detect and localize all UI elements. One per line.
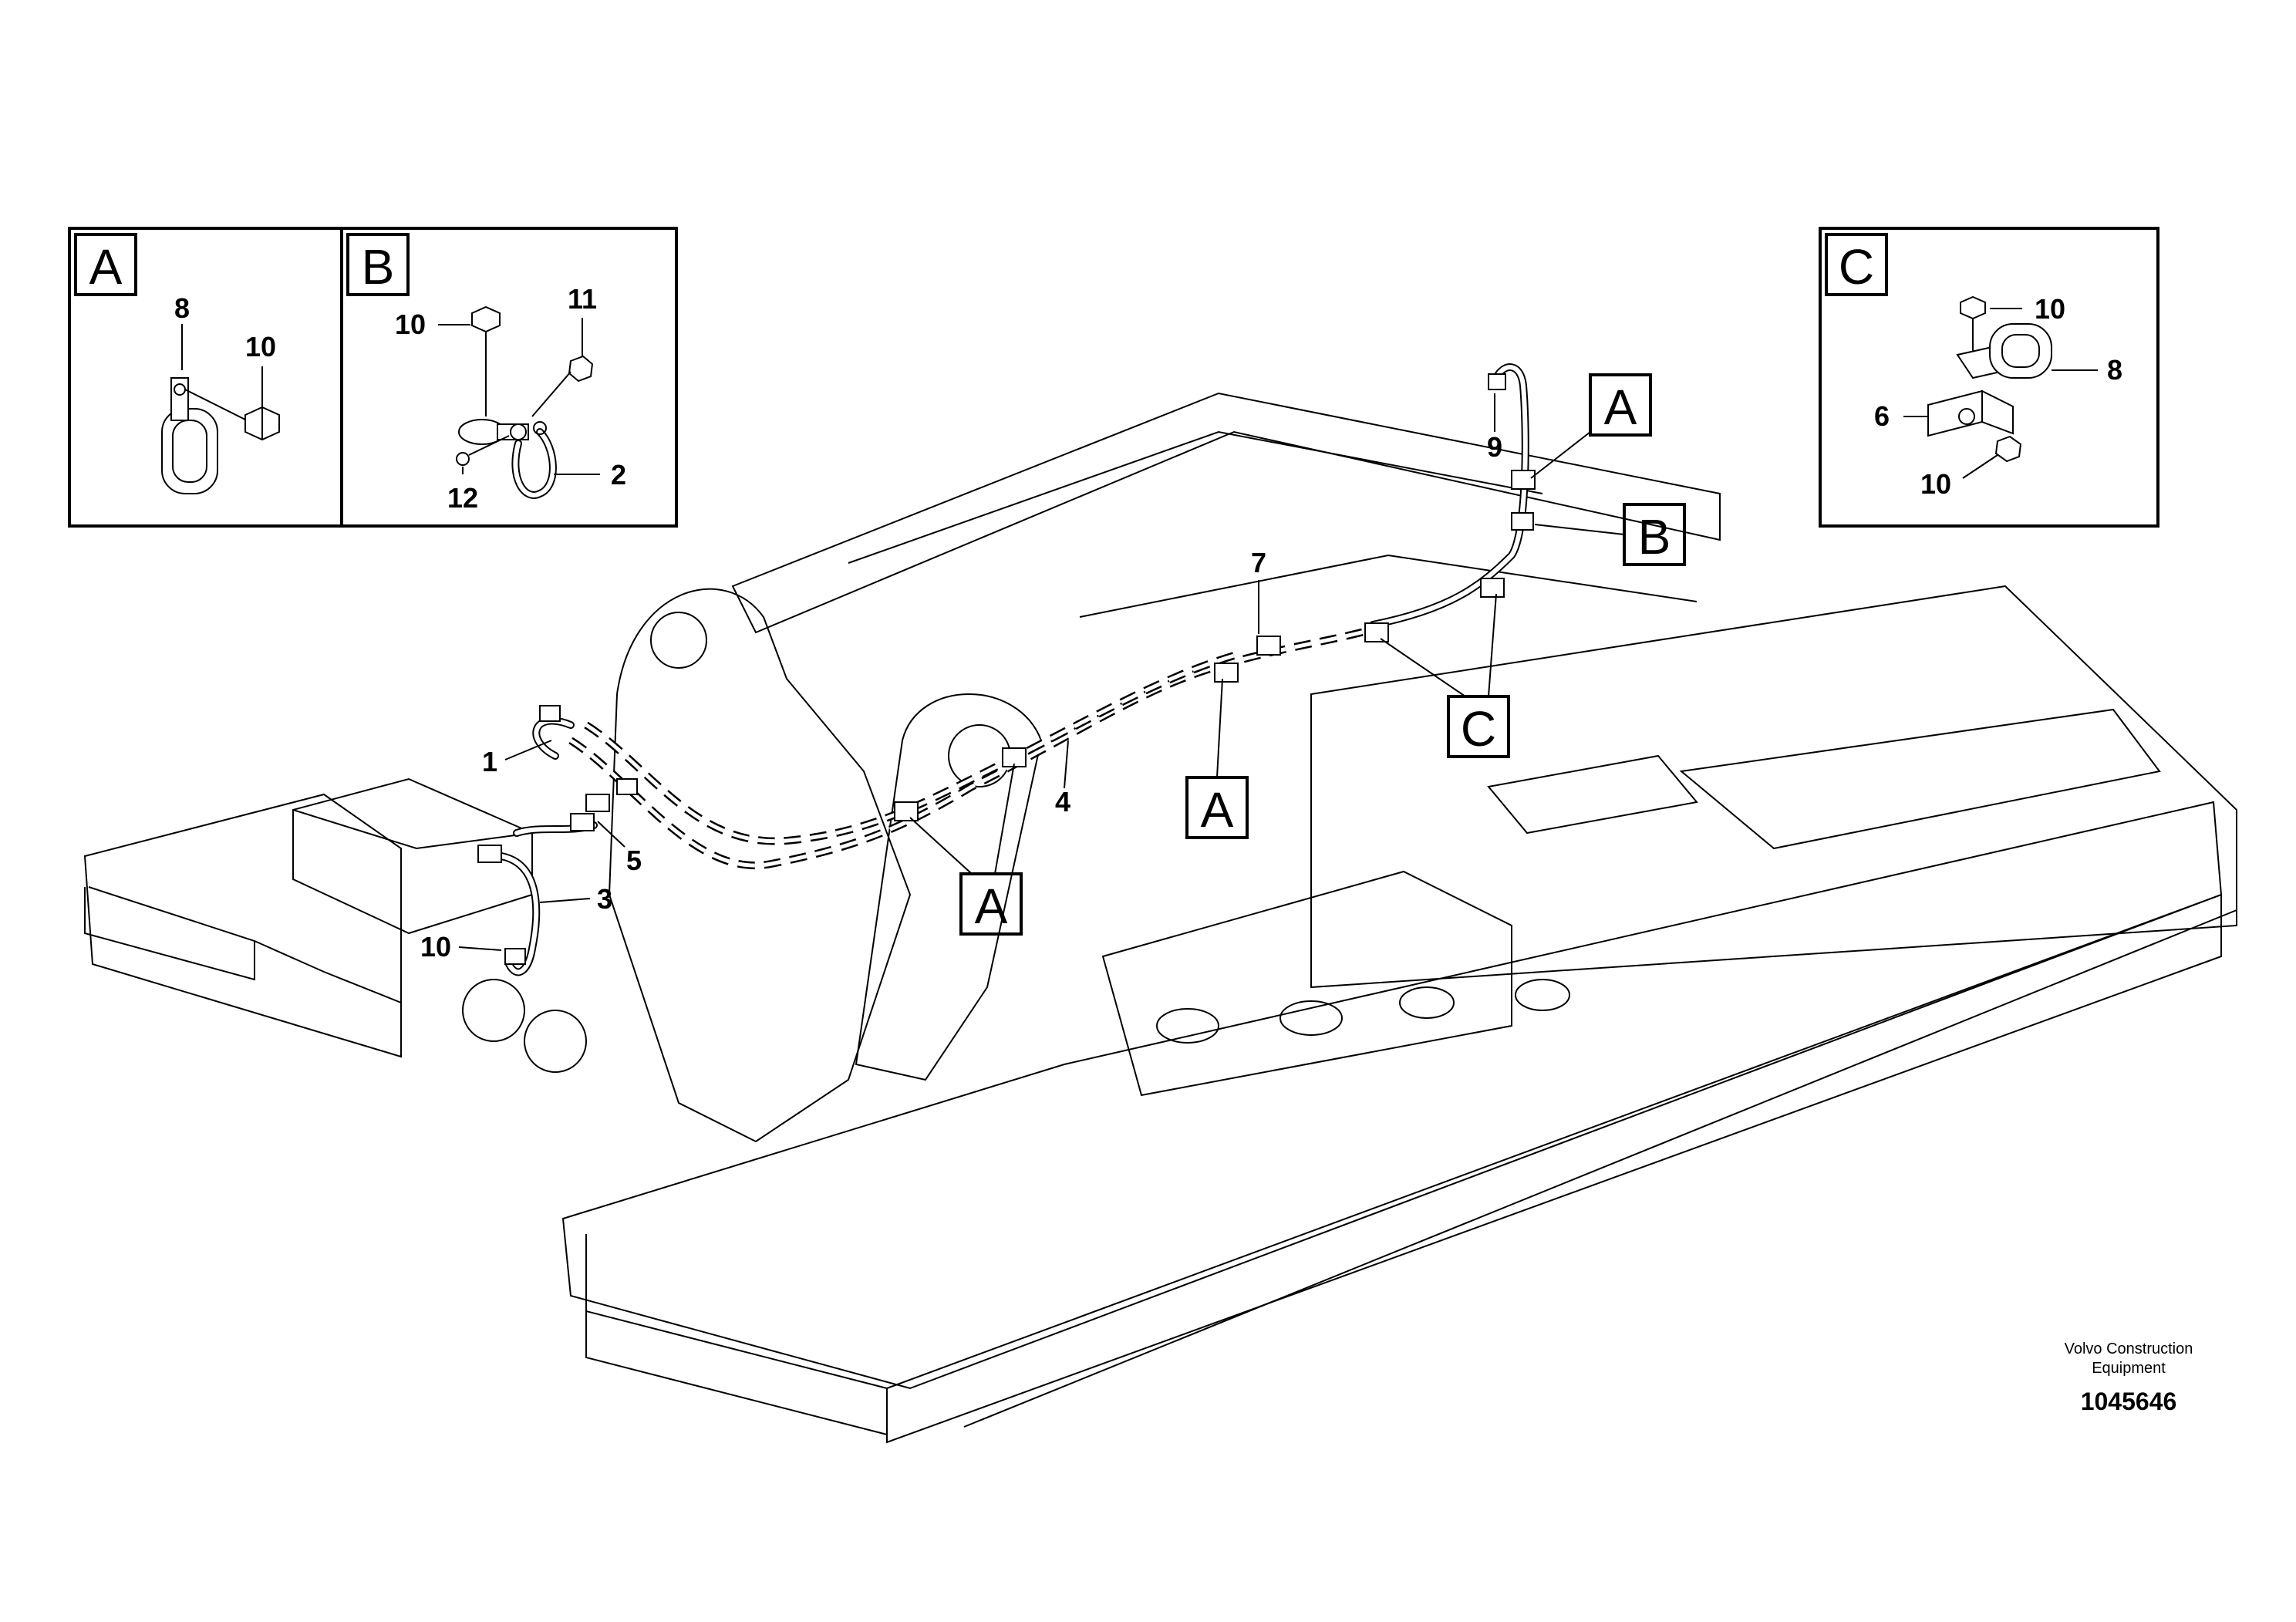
detail-b: B (346, 233, 626, 514)
detail-b-callout-12: 12 (447, 482, 478, 514)
marker-a-top: A (1604, 379, 1637, 435)
callout-5: 5 (626, 845, 642, 876)
callout-9: 9 (1487, 431, 1502, 463)
detail-c-callout-10-top: 10 (2035, 293, 2065, 325)
brand-line-2: Equipment (2092, 1360, 2166, 1377)
callout-10: 10 (420, 931, 451, 963)
detail-c-callout-6: 6 (1874, 400, 1890, 432)
detail-b-callout-11: 11 (568, 283, 597, 315)
washer-part (456, 435, 510, 474)
callout-1: 1 (482, 746, 497, 777)
brand-block: Volvo Construction Equipment 1045646 (2065, 1340, 2193, 1415)
main-callouts: 9 7 1 4 5 3 10 (420, 393, 1502, 963)
detail-a-callout-10: 10 (245, 331, 276, 363)
detail-panel-ab: A 8 10 B (68, 227, 678, 528)
detail-b-callout-2: 2 (611, 459, 626, 491)
detail-b-callout-10: 10 (395, 309, 426, 340)
view-markers: A B A C A (909, 373, 1686, 936)
clamp-c (1956, 323, 2098, 379)
clamp-part (161, 377, 248, 494)
detail-c-callout-8: 8 (2107, 354, 2122, 386)
marker-a-center: A (1201, 782, 1234, 838)
detail-a-callout-8: 8 (174, 292, 190, 324)
detail-c-callout-10-bottom: 10 (1920, 468, 1951, 500)
bolt-top-part (471, 305, 501, 416)
detail-a-letter: A (89, 239, 123, 295)
doc-number: 1045646 (2081, 1388, 2177, 1415)
bolt-side-part (531, 318, 594, 417)
bracket-c (1903, 389, 2014, 437)
callout-7: 7 (1251, 547, 1266, 578)
brand-line-1: Volvo Construction (2065, 1340, 2193, 1357)
cable-clamp-part (458, 419, 557, 499)
marker-b: B (1638, 509, 1671, 565)
excavator-frame (83, 392, 2237, 1444)
callout-4: 4 (1055, 786, 1070, 818)
detail-a: A 8 10 (74, 233, 280, 494)
hose-routing (477, 363, 1536, 976)
bolt-bottom-c (1962, 435, 2022, 479)
detail-c-letter: C (1839, 239, 1874, 295)
marker-a-bottom: A (975, 878, 1008, 934)
marker-c: C (1461, 701, 1496, 757)
bolt-part (244, 406, 280, 441)
detail-b-letter: B (362, 239, 395, 295)
detail-panel-c: C 10 8 6 10 (1819, 227, 2159, 528)
callout-3: 3 (597, 883, 612, 915)
bolt-top-c (1960, 295, 2022, 363)
